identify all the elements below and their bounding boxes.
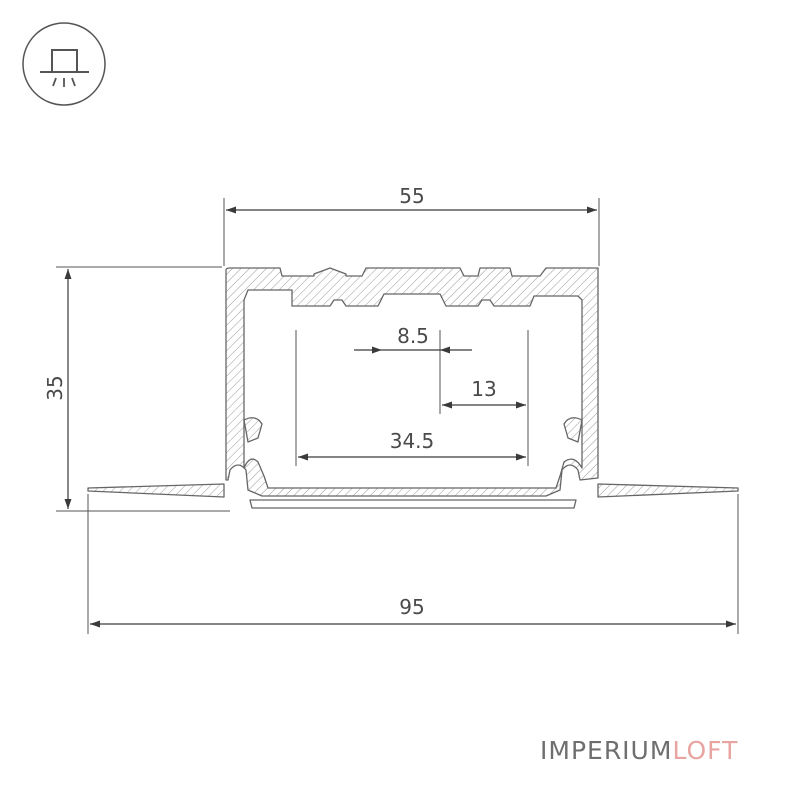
left-clip (243, 417, 263, 443)
left-fin (87, 483, 225, 498)
extension-lines (56, 198, 739, 634)
brand-logo: IMPERIUMLOFT (540, 736, 738, 765)
dim-total-width: 95 (90, 595, 736, 628)
dim-height-label: 35 (43, 375, 67, 400)
dim-height: 35 (43, 269, 72, 509)
dim-inner-width: 34.5 (298, 429, 526, 461)
right-fin (597, 483, 739, 498)
diffuser (249, 499, 577, 509)
dim-total-width-label: 95 (399, 595, 424, 619)
right-clip (563, 417, 583, 443)
brand-part2: LOFT (672, 736, 739, 765)
dim-top-width-label: 55 (399, 184, 424, 208)
dim-slot-width-label: 8.5 (397, 324, 429, 348)
profile-cross-section (87, 267, 739, 509)
dim-inner-width-label: 34.5 (390, 429, 435, 453)
dim-slot-width: 8.5 (354, 324, 472, 354)
brand-part1: IMPERIUM (540, 736, 673, 765)
dim-top-width: 55 (226, 184, 597, 214)
recessed-ceiling-light-icon (22, 22, 106, 106)
inner-cavity (243, 289, 583, 489)
dim-side-offset-label: 13 (471, 377, 496, 401)
dim-side-offset: 13 (442, 377, 526, 409)
